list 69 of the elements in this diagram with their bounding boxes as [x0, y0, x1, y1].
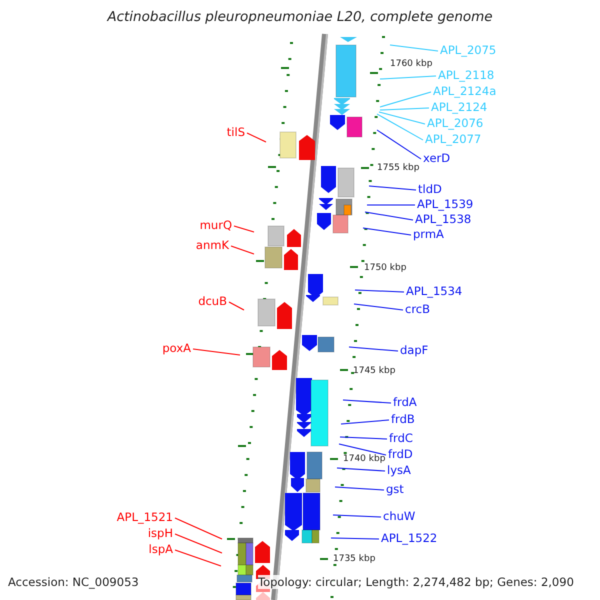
leader-line	[380, 92, 432, 108]
leader-line	[376, 114, 424, 140]
leader-line	[338, 444, 386, 456]
gene-label: tilS	[226, 125, 245, 139]
gene-label: APL_2077	[425, 132, 482, 146]
gene-label: APL_1521	[116, 510, 173, 524]
gene-label: prmA	[413, 227, 444, 241]
gene-label: lysA	[387, 463, 411, 477]
genome-info: Accession: NC_009053	[8, 575, 139, 589]
gene-label: APL_2124	[431, 100, 488, 114]
gene-label: APL_2124a	[433, 84, 496, 98]
gene-label: crcB	[405, 302, 430, 316]
leader-line	[354, 304, 404, 310]
gene-label: APL_1538	[415, 212, 472, 226]
leader-line	[354, 290, 404, 292]
gene-label: poxA	[162, 341, 191, 355]
gene-label: ispH	[148, 526, 173, 540]
gene-label: xerD	[423, 151, 450, 165]
leader-line	[234, 226, 254, 232]
leader-line	[380, 108, 430, 110]
leader-line	[192, 348, 240, 356]
leader-line	[340, 420, 390, 424]
leader-line	[334, 486, 384, 490]
gene-label: APL_1534	[406, 284, 462, 298]
leader-line	[330, 538, 380, 540]
leader-line	[174, 534, 222, 554]
leader-line	[246, 132, 266, 142]
gene-label: dapF	[400, 343, 428, 357]
leader-line	[230, 246, 254, 254]
leader-line	[340, 436, 388, 440]
gene-label: gst	[386, 482, 404, 496]
scale-label: 1745 kbp	[353, 365, 396, 378]
gene-label: murQ	[200, 218, 232, 232]
gene-label: lspA	[148, 542, 173, 556]
leader-line	[332, 514, 382, 518]
leader-line	[362, 228, 412, 236]
leader-line	[380, 76, 436, 80]
gene-label: APL_1539	[417, 197, 474, 211]
leader-line	[228, 302, 244, 310]
gene-label: frdC	[389, 431, 413, 445]
scale-label: 1740 kbp	[343, 453, 386, 466]
gene-label: APL_2075	[440, 43, 496, 57]
gene-label: APL_1522	[381, 531, 438, 545]
gene-label: frdB	[391, 412, 415, 426]
leader-line	[174, 518, 222, 540]
leader-line	[336, 468, 386, 472]
scale-label: 1750 kbp	[364, 262, 406, 275]
leader-line	[390, 44, 438, 52]
gene-label: APL_2118	[438, 68, 494, 82]
gene-label: chuW	[383, 509, 416, 523]
gene-label: dcuB	[198, 294, 227, 308]
gene-label: frdD	[388, 447, 413, 461]
leader-line	[378, 112, 426, 124]
gene-label: frdA	[393, 395, 417, 409]
leader-line	[348, 346, 398, 352]
leader-line	[366, 204, 416, 206]
leader-line	[342, 400, 392, 404]
leader-line	[364, 212, 414, 220]
title: Actinobacillus pleuropneumoniae L20, complete genome	[106, 10, 494, 24]
scale-label: 1735 kbp	[333, 553, 376, 566]
leader-line	[174, 550, 222, 566]
scale-label: 1755 kbp	[377, 162, 420, 175]
genome-info: Topology: circular; Length: 2,274,482 bp; Genes: 2,090	[258, 575, 574, 589]
leader-line	[368, 186, 416, 190]
leader-line	[376, 130, 422, 160]
scale-label: 1760 kbp	[390, 58, 432, 71]
gene-label: APL_2076	[427, 116, 484, 130]
gene-label: tldD	[418, 182, 442, 196]
gene-label: anmK	[196, 238, 229, 252]
